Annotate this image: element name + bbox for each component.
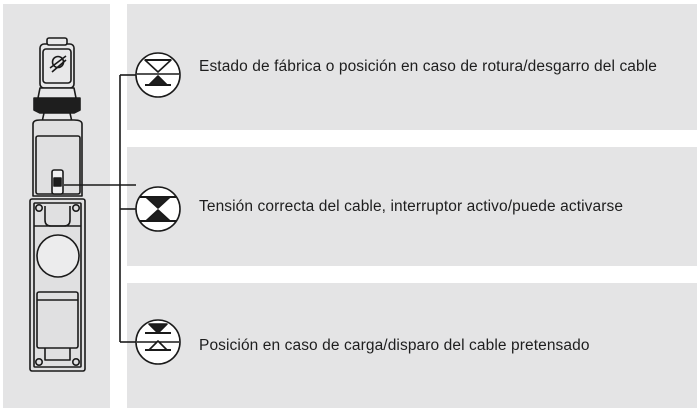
state-row-overload: Posición en caso de carga/disparo del ca… [127, 283, 697, 408]
state-row-tension: Tensión correcta del cable, interruptor … [127, 147, 697, 266]
cable-pull-switch-icon [29, 37, 86, 372]
connector-lines [64, 74, 136, 343]
state-row-broken: Estado de fábrica o posición en caso de … [127, 4, 697, 130]
cable-overload-state-icon [135, 319, 181, 365]
state-label-broken: Estado de fábrica o posición en caso de … [199, 58, 658, 75]
state-label-tension: Tensión correcta del cable, interruptor … [199, 197, 624, 215]
cable-tension-correct-state-icon [135, 186, 181, 232]
state-label-overload: Posición en caso de carga/disparo del ca… [199, 336, 590, 354]
cable-broken-state-icon [135, 52, 181, 98]
